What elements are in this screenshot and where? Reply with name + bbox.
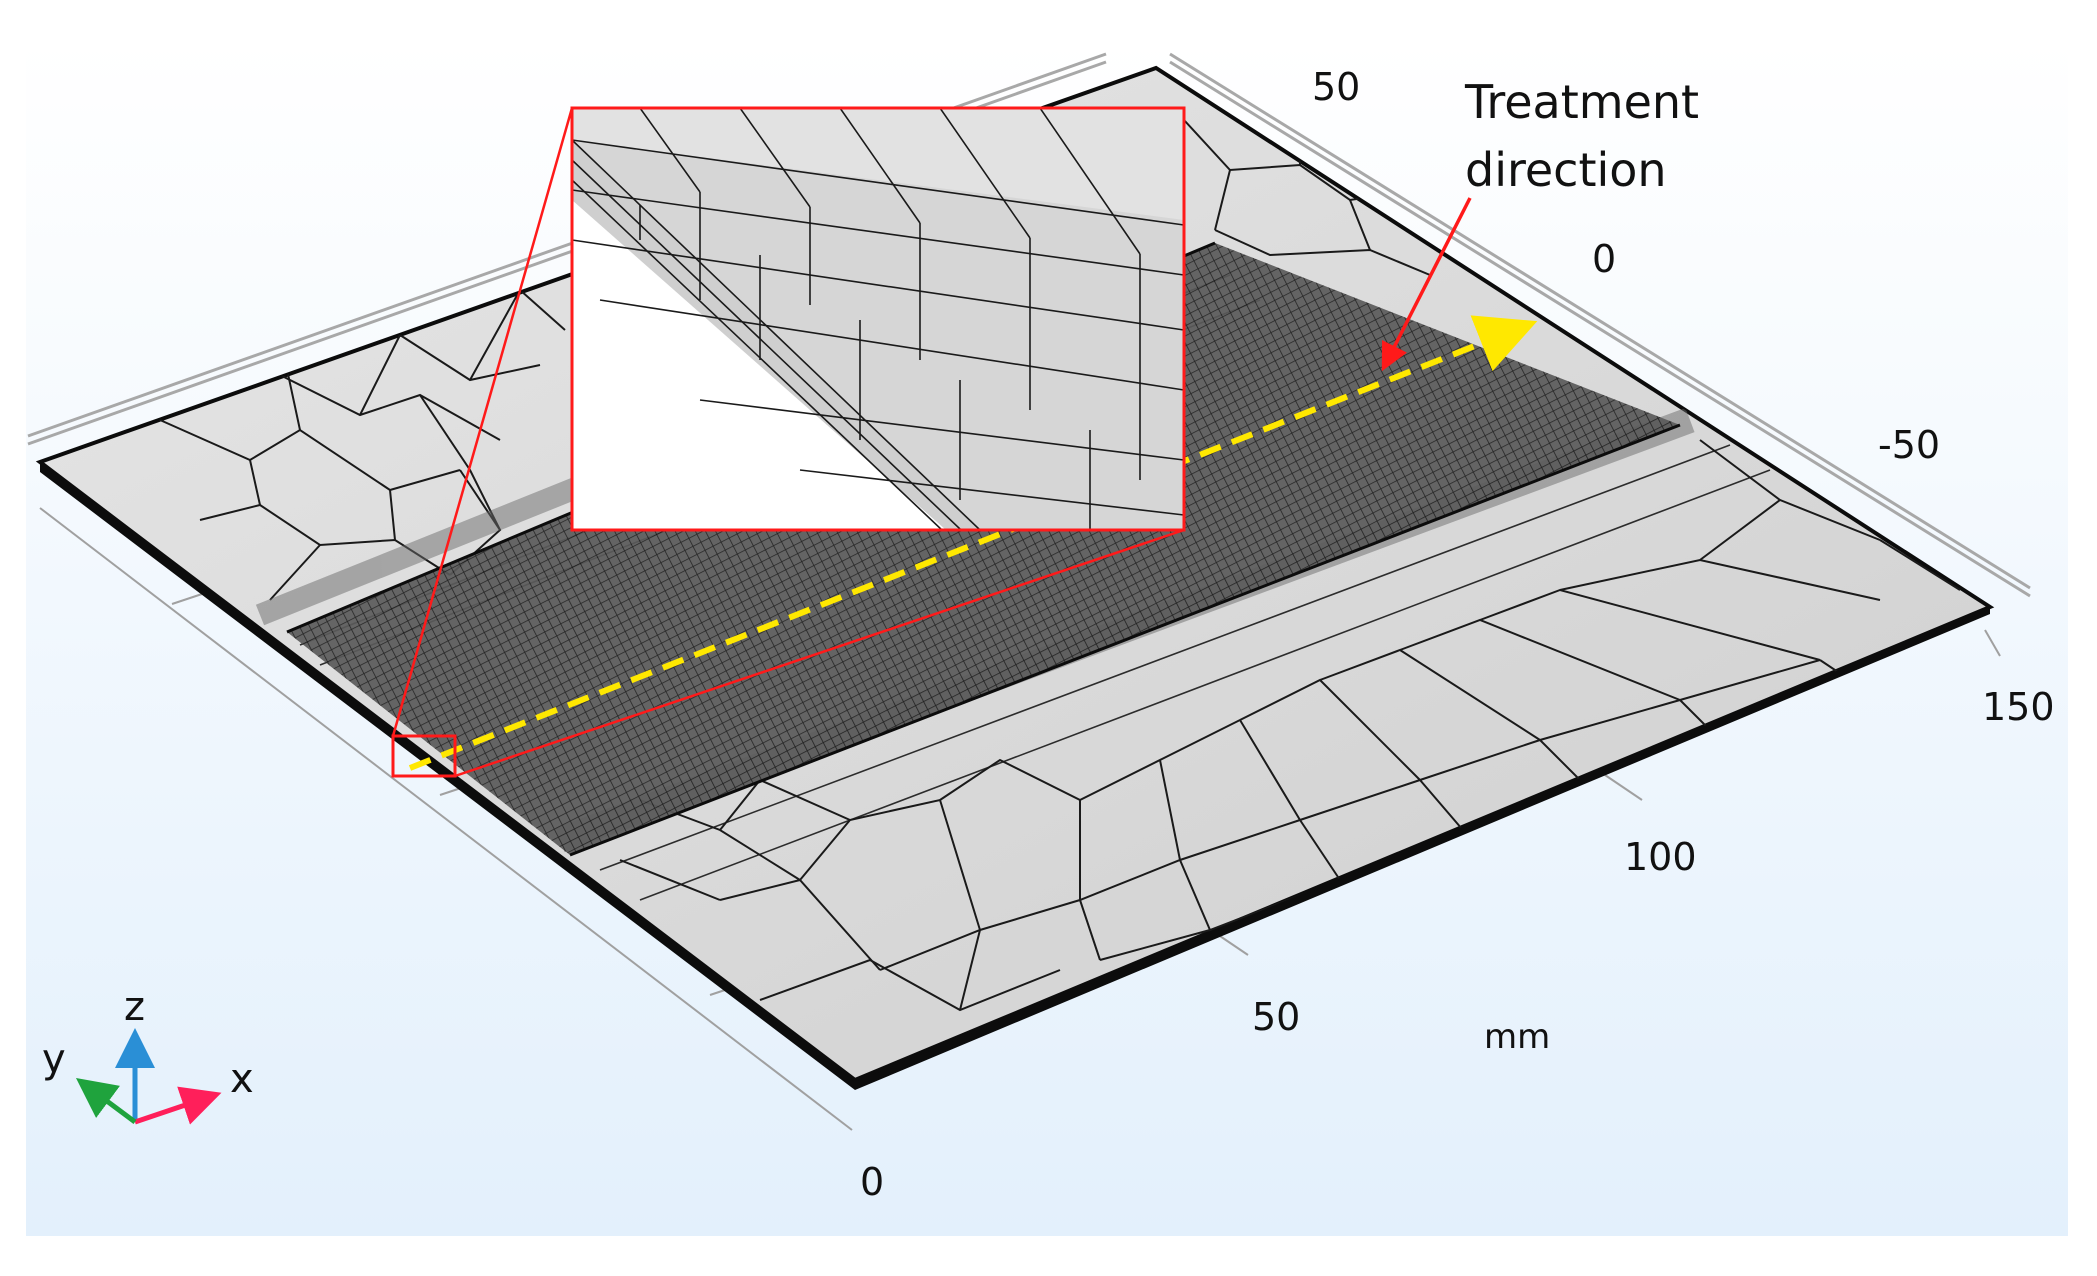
fine-mesh-band (287, 243, 1680, 855)
annotation-line-2: direction (1465, 143, 1667, 197)
axis-unit-label: mm (1484, 1017, 1550, 1057)
front-axis-tick-3: 100 (1624, 835, 1697, 879)
zoom-inset (570, 106, 1186, 532)
triad-x-label: x (230, 1056, 254, 1102)
annotation-line-1: Treatment (1464, 75, 1699, 129)
zoom-source-box (391, 734, 457, 778)
treatment-path-line (408, 315, 1538, 771)
back-axis-tick-2: 0 (1592, 237, 1616, 281)
back-axis-tick-3: -50 (1878, 423, 1940, 467)
triad-z-label: z (124, 984, 145, 1030)
front-axis-tick-4: 150 (1982, 685, 2055, 729)
front-axis-tick-1: 0 (860, 1160, 884, 1204)
zoom-connector-lines (391, 107, 1185, 778)
front-axis-tick-2: 50 (1252, 995, 1300, 1039)
plate-edge (40, 462, 1990, 1090)
red-pointer-arrow-icon (1381, 197, 1472, 372)
back-axis-tick-1: 50 (1312, 65, 1360, 109)
triad-y-label: y (42, 1036, 66, 1082)
xyz-axis-triad-icon: z x y (42, 984, 254, 1125)
